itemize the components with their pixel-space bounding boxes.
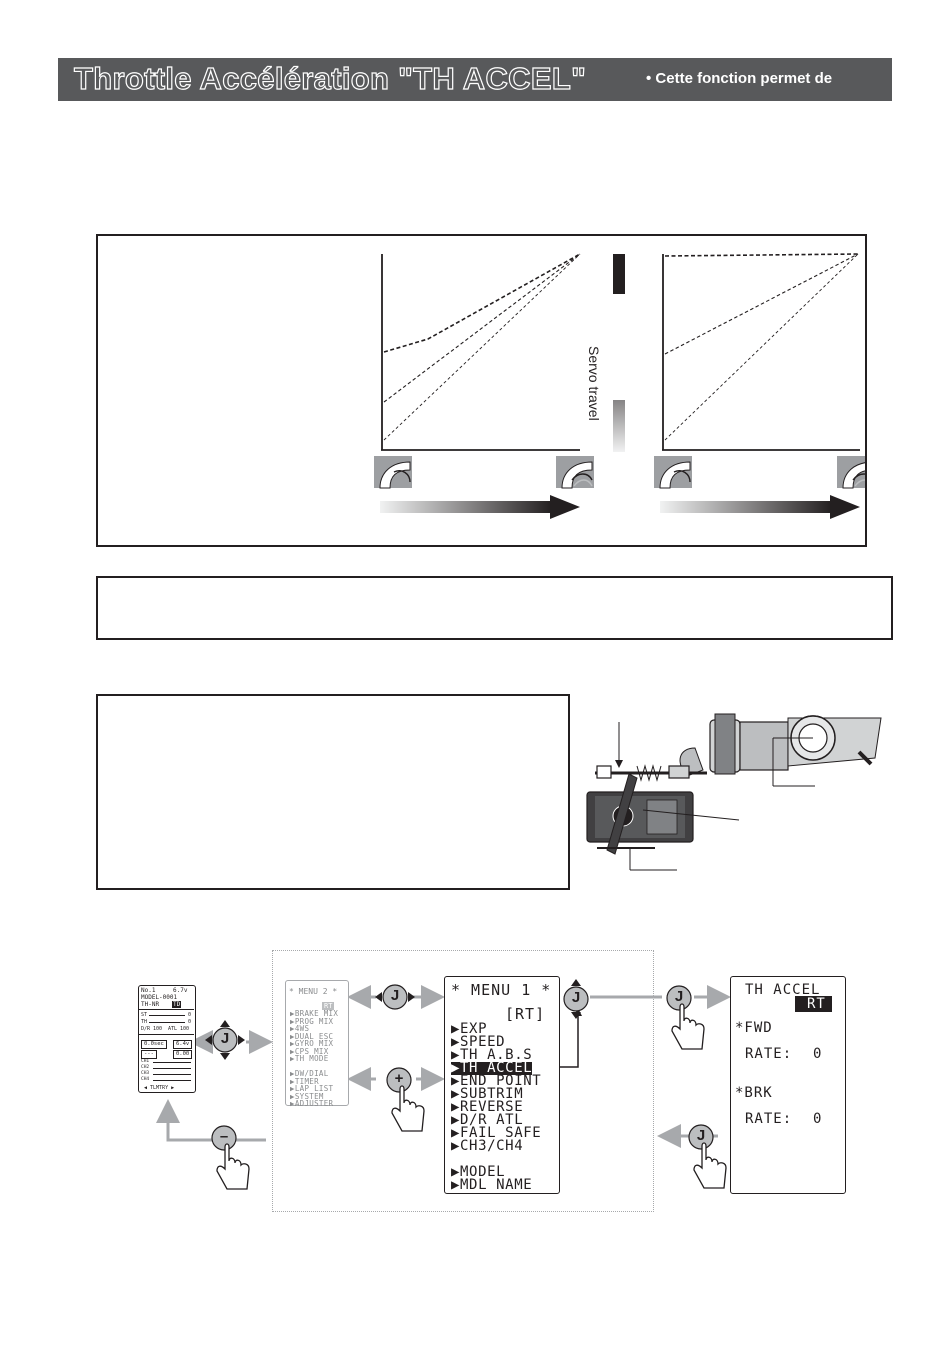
menu2-screen: * MENU 2 * RT ▶BRAKE MIX ▶PROG MIX ▶4WS …	[285, 980, 349, 1108]
home-footer: ◀ TLMTRY ▶	[144, 1085, 175, 1091]
menu-flow-area	[272, 950, 654, 1212]
menu2-item[interactable]: ▶TIMER	[290, 1076, 319, 1086]
minus-press-button[interactable]: –	[209, 1125, 253, 1195]
header-bar: Throttle Accélération "TH ACCEL" • Cette…	[58, 58, 892, 101]
home-th-mode: TH-NR	[141, 1001, 160, 1008]
menu1-item-reverse[interactable]: ▶REVERSE	[451, 1099, 524, 1115]
th-accel-fwd-rate[interactable]: 0	[813, 1046, 823, 1062]
menu2-rt: RT	[322, 1002, 335, 1010]
menu1-item-subtrim[interactable]: ▶SUBTRIM	[451, 1086, 524, 1102]
page-subtitle: • Cette fonction permet de	[646, 70, 833, 87]
menu2-item[interactable]: ▶4WS	[290, 1024, 310, 1033]
trigger-full-icon-2	[837, 456, 865, 489]
note-box	[96, 576, 893, 640]
plus-label: +	[394, 1070, 404, 1087]
jog-press-button-enter[interactable]: J	[664, 985, 708, 1055]
jog-button-four-way[interactable]: J	[204, 1019, 246, 1061]
throttle-graphs	[374, 253, 865, 519]
home-rx-volt: 6.4v	[173, 1040, 193, 1049]
jog-j-label: J	[220, 1030, 230, 1047]
menu1-rt: [RT]	[505, 1005, 546, 1023]
trigger-neutral-icon-2	[654, 456, 692, 489]
menu2-item[interactable]: ▶GYRO MIX	[290, 1039, 334, 1048]
minus-label: –	[219, 1128, 229, 1145]
th-accel-title: TH ACCEL	[745, 982, 821, 998]
right-graph	[662, 253, 860, 451]
menu1-item-model[interactable]: ▶MODEL	[451, 1164, 506, 1180]
home-dr: D/R 100	[141, 1026, 163, 1032]
home-time: 0.0sec	[141, 1040, 167, 1049]
menu2-title: * MENU 2 *	[289, 987, 338, 996]
menu2-item[interactable]: ▶TH MODE	[290, 1054, 329, 1063]
menu2-list: ▶BRAKE MIX ▶PROG MIX ▶4WS ▶DUAL ESC ▶GYR…	[290, 1010, 338, 1108]
menu2-item[interactable]: ▶CPS MIX	[290, 1046, 329, 1056]
page-title: Throttle Accélération "TH ACCEL"	[73, 60, 587, 96]
jog-button-left-right[interactable]: J	[374, 984, 416, 1010]
menu2-item[interactable]: ▶BRAKE MIX	[290, 1009, 339, 1018]
th-accel-screen: TH ACCEL RT *FWD RATE: 0 *BRK RATE: 0	[730, 976, 846, 1194]
menu2-item[interactable]: ▶ADJUSTER	[290, 1099, 334, 1108]
menu1-item-end-point[interactable]: ▶END POINT	[451, 1073, 542, 1089]
servo-travel-label: Servo travel	[586, 346, 602, 421]
home-model-no: No.1	[141, 987, 156, 994]
home-badge: TD	[172, 1001, 182, 1008]
home-lap: ---	[141, 1050, 157, 1059]
jog-ud-label: J	[571, 989, 581, 1006]
jog-button-up-down[interactable]: J	[563, 978, 589, 1020]
info-box	[96, 694, 570, 890]
home-atl: ATL 100	[168, 1026, 190, 1032]
jog-lr-arrows-icon	[375, 984, 415, 1010]
th-accel-brk-rate[interactable]: 0	[813, 1111, 823, 1127]
hand-press-icon	[666, 985, 705, 1050]
th-accel-rt: RT	[795, 996, 832, 1012]
menu2-item[interactable]: ▶DUAL ESC	[290, 1031, 334, 1041]
jog-ud-arrows-icon	[563, 979, 589, 1019]
menu1-item-speed[interactable]: ▶SPEED	[451, 1034, 506, 1050]
menu1-screen: * MENU 1 * [RT] ▶EXP ▶SPEED ▶TH A.B.S ▶T…	[444, 976, 560, 1194]
menu1-list: ▶EXP ▶SPEED ▶TH A.B.S ▶TH ACCEL ▶END POI…	[451, 1021, 542, 1193]
menu1-item-ch3-ch4[interactable]: ▶CH3/CH4	[451, 1138, 524, 1154]
th-accel-fwd-label: *FWD	[735, 1020, 773, 1036]
home-st-val: 0	[188, 1012, 192, 1018]
menu1-item-th-abs[interactable]: ▶TH A.B.S	[451, 1047, 533, 1063]
plus-press-button[interactable]: +	[384, 1067, 428, 1137]
menu1-item-th-accel[interactable]: ▶TH ACCEL	[451, 1060, 533, 1076]
th-accel-brk-label: *BRK	[735, 1085, 773, 1101]
jog-enter-label: J	[674, 988, 684, 1005]
trigger-neutral-icon	[374, 456, 412, 489]
menu2-item[interactable]: ▶DW/DIAL	[290, 1069, 329, 1078]
menu2-item[interactable]: ▶PROG MIX	[290, 1016, 334, 1026]
hand-press-back-icon	[688, 1124, 727, 1189]
home-st-label: ST	[141, 1012, 148, 1018]
jog-arrows-icon	[205, 1020, 245, 1060]
menu1-item-exp[interactable]: ▶EXP	[451, 1021, 488, 1037]
trigger-full-icon	[556, 456, 594, 489]
graph-box: Servo travel	[96, 234, 867, 547]
jog-press-button-back[interactable]: J	[686, 1124, 730, 1194]
left-graph	[381, 253, 581, 451]
th-accel-fwd-rate-label: RATE:	[745, 1046, 793, 1062]
home-channels: CH1 CH2 CH3 CH4	[141, 1059, 150, 1082]
menu2-item[interactable]: ▶LAP LIST	[290, 1084, 334, 1093]
home-model-name: MODEL-0001	[141, 994, 178, 1001]
home-screen: No.1 6.7v MODEL-0001 TH-NR TD ST 0 TH 0 …	[138, 985, 196, 1093]
menu2-item[interactable]: ▶SYSTEM	[290, 1091, 324, 1101]
home-th-label: TH	[141, 1019, 148, 1025]
hand-press-plus-icon	[386, 1067, 425, 1132]
menu1-item-dr-atl[interactable]: ▶D/R ATL	[451, 1112, 524, 1128]
servo-linkage-illustration	[586, 713, 882, 871]
home-lap-time: 0.00	[173, 1050, 193, 1059]
menu1-item-fail-safe[interactable]: ▶FAIL SAFE	[451, 1125, 542, 1141]
home-th-val: 0	[188, 1019, 192, 1025]
home-voltage: 6.7v	[173, 987, 188, 994]
th-accel-brk-rate-label: RATE:	[745, 1111, 793, 1127]
menu1-title: * MENU 1 *	[451, 981, 552, 999]
jog-back-label: J	[696, 1127, 706, 1144]
menu1-item-mdl-name[interactable]: ▶MDL NAME	[451, 1177, 533, 1193]
hand-press-minus-icon	[211, 1125, 250, 1190]
jog-lr-label: J	[390, 987, 400, 1004]
